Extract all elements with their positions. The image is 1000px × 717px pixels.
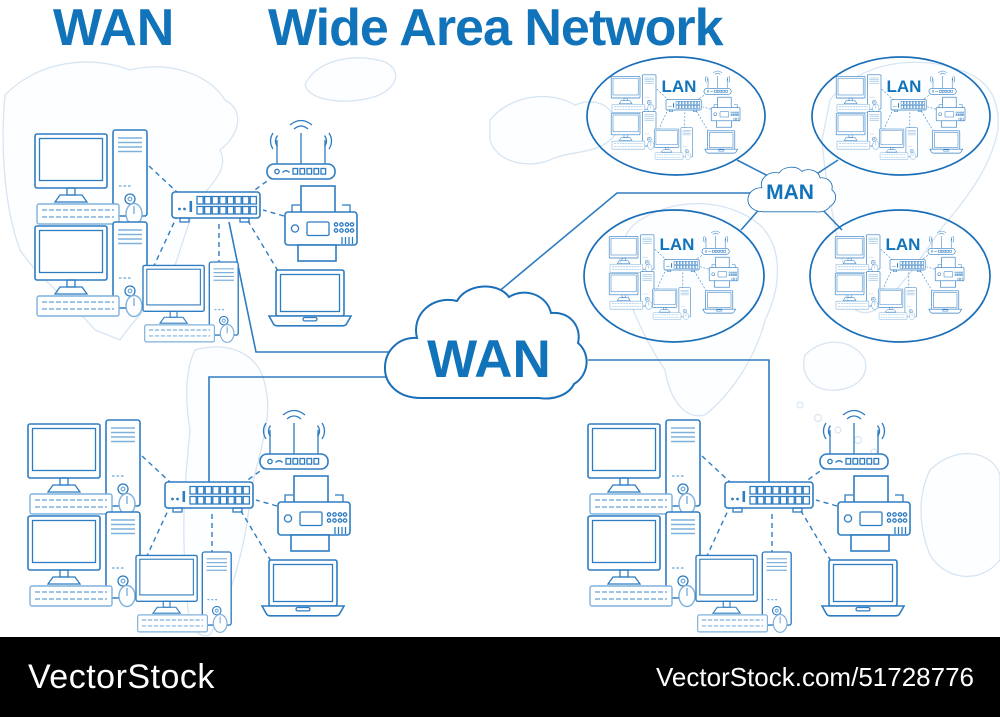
title-full: Wide Area Network: [268, 0, 724, 57]
brand-logo: VectorStock: [28, 657, 215, 696]
network-diagram: LAN LAN LAN LAN MAN WAN: [2, 56, 1000, 637]
image-reference: VectorStock.com/51728776: [656, 661, 974, 692]
wan-cloud-label: WAN: [427, 330, 551, 389]
lan-label: LAN: [662, 77, 697, 96]
lan-oval-bottom-right: LAN: [809, 209, 991, 343]
wire-bottomleft-lan-to-wan: [208, 376, 392, 483]
lan-cluster-bottom-right: [588, 411, 910, 633]
man-cloud: MAN: [747, 166, 837, 213]
lan-label: LAN: [660, 235, 695, 254]
wire-man-to-oval-1: [736, 159, 771, 178]
wire-bottomright-lan-to-wan: [588, 359, 770, 483]
wire-wan-to-man: [496, 192, 752, 294]
lan-oval-top-right: LAN: [811, 56, 991, 176]
lan-oval-bottom-left: LAN: [583, 209, 765, 343]
man-cloud-label: MAN: [766, 181, 814, 204]
wan-cloud: WAN: [383, 285, 588, 400]
lan-label: LAN: [887, 77, 922, 96]
lan-oval-top-left: LAN: [586, 56, 766, 176]
footer-bar: VectorStock VectorStock.com/51728776: [0, 637, 1000, 717]
lan-label: LAN: [886, 235, 921, 254]
title-abbr: WAN: [53, 0, 175, 57]
